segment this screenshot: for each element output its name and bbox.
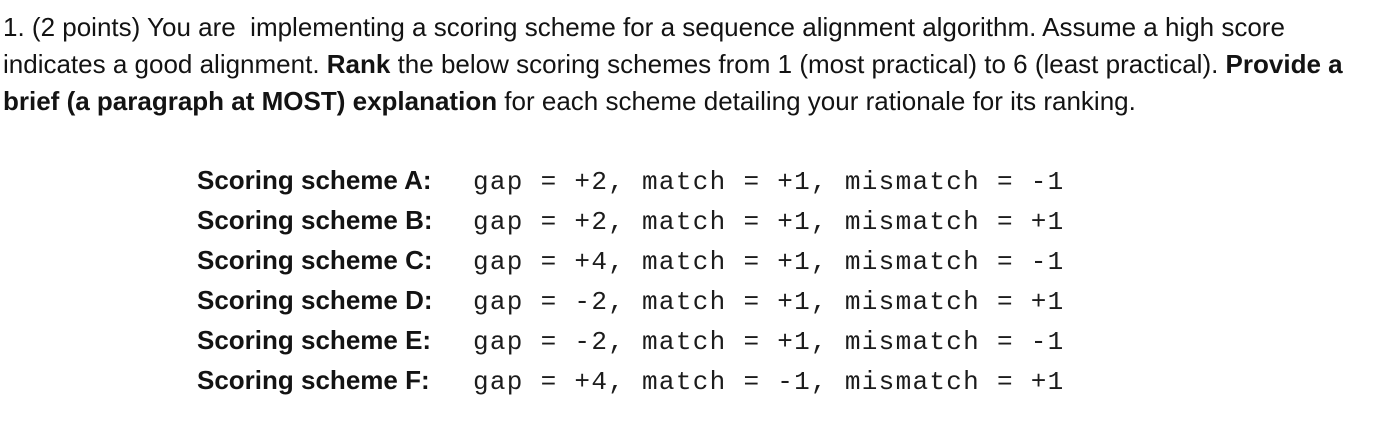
scheme-code: gap = +4, match = +1, mismatch = -1 [473,247,1065,277]
scheme-code: gap = +4, match = -1, mismatch = +1 [473,367,1065,397]
question-segment-bold: Provide a brief (a paragraph at MOST) ex… [3,49,1343,116]
scheme-label: Scoring scheme B: [197,205,433,235]
scheme-label: Scoring scheme C: [197,245,433,275]
question-segment-bold: Rank [326,49,391,79]
scheme-label: Scoring scheme E: [197,325,432,355]
question-segment: for each scheme detailing your rationale… [497,86,1136,116]
scheme-code: gap = +2, match = +1, mismatch = -1 [473,167,1065,197]
scheme-label: Scoring scheme A: [197,165,432,195]
question-text: 1. (2 points) You are implementing a sco… [0,0,1377,120]
scheme-label: Scoring scheme F: [197,365,430,395]
scheme-row: Scoring scheme E: gap = -2, match = +1, m… [0,320,1378,360]
scheme-code: gap = -2, match = +1, mismatch = +1 [473,287,1065,317]
scheme-code: gap = -2, match = +1, mismatch = -1 [473,327,1065,357]
scheme-row: Scoring scheme D: gap = -2, match = +1, m… [0,280,1378,320]
question-segment: 1. (2 points) You are implementing a sco… [3,12,1285,79]
scheme-row: Scoring scheme A: gap = +2, match = +1, m… [0,160,1378,200]
question-segment: the below scoring schemes from 1 (most p… [390,49,1226,79]
scheme-row: Scoring scheme C: gap = +4, match = +1, m… [0,240,1378,280]
scoring-schemes-list: Scoring scheme A: gap = +2, match = +1, m… [0,160,1378,400]
scheme-label: Scoring scheme D: [197,285,433,315]
scheme-row: Scoring scheme B: gap = +2, match = +1, m… [0,200,1378,240]
scheme-row: Scoring scheme F: gap = +4, match = -1, m… [0,360,1378,400]
scheme-code: gap = +2, match = +1, mismatch = +1 [473,207,1065,237]
